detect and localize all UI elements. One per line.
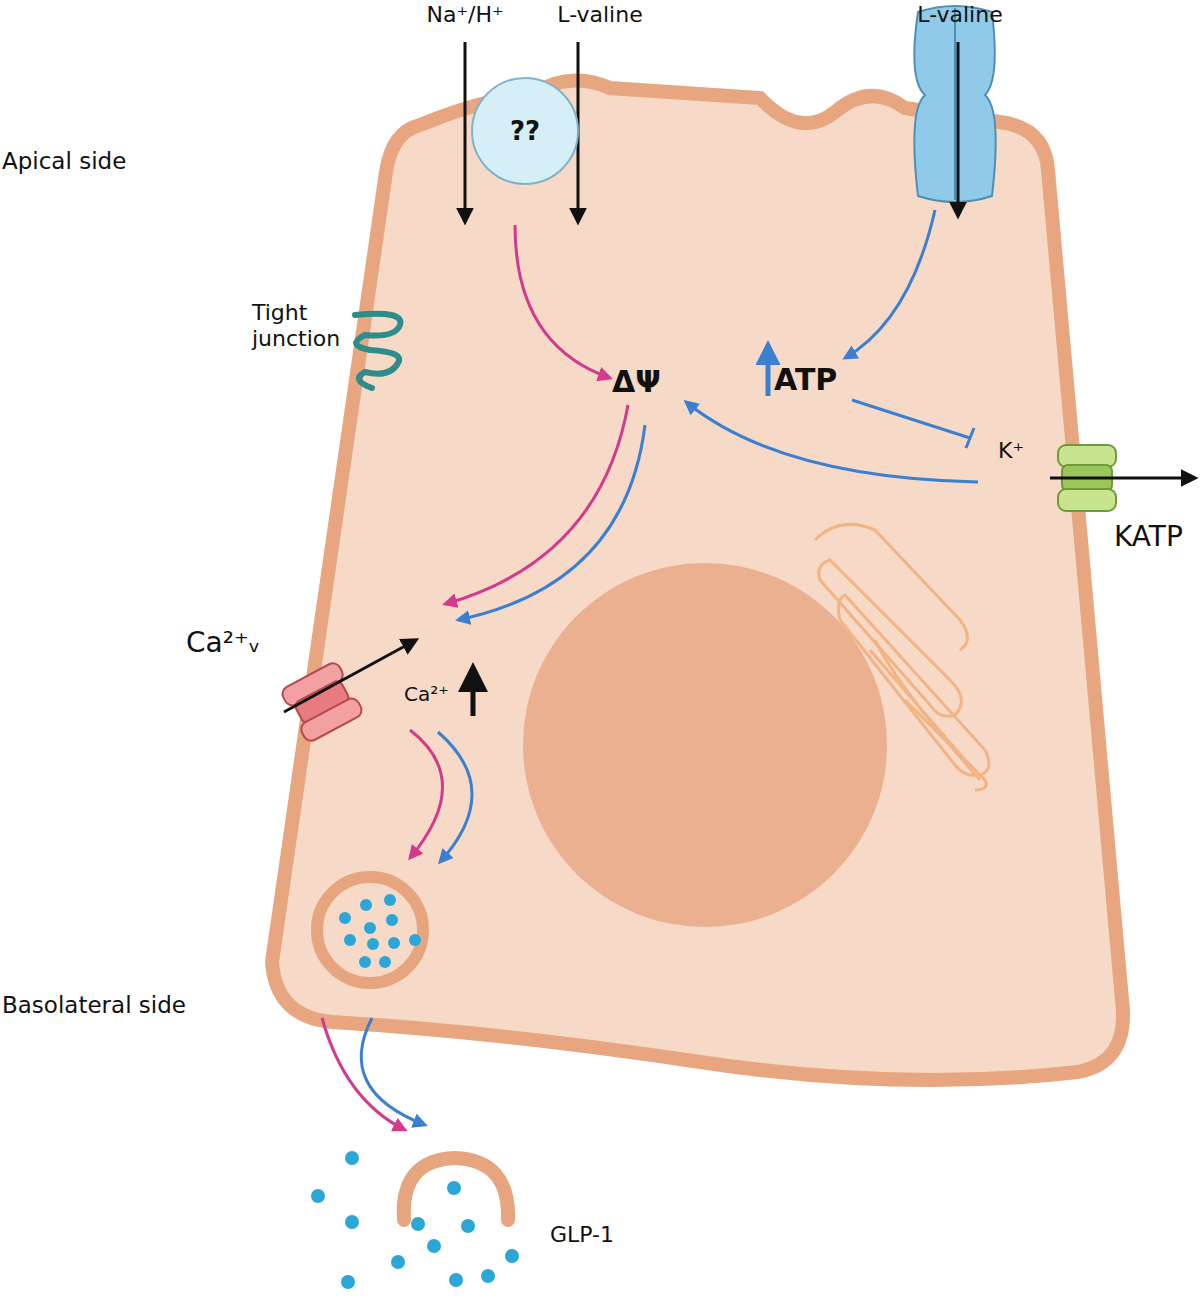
blue-arrow: [438, 732, 472, 862]
valine-arrow: [957, 42, 960, 216]
nucleus: [523, 563, 887, 927]
structure-label: Tight junction: [252, 300, 367, 353]
ion-label: K⁺: [998, 438, 1048, 464]
substrate-label: L-valine: [890, 2, 1030, 28]
side-label: Apical side: [2, 148, 202, 176]
text-holder: ??: [470, 76, 580, 186]
golgi: [815, 524, 989, 790]
metabolite-label: ATP: [774, 362, 864, 398]
inhibition-bar: [966, 428, 974, 448]
blue-arrow: [686, 402, 978, 482]
inhibition-line: [852, 400, 970, 438]
transporter-text: ??: [510, 116, 540, 146]
tight-junction: [355, 314, 400, 388]
glp1-vesicle: [317, 877, 423, 983]
exocytosis-pit: [404, 1158, 508, 1220]
channel-label: KATP: [1114, 520, 1200, 554]
potassium-arrow: [1050, 477, 1195, 480]
pink-arrow: [410, 730, 443, 858]
channel-label: Ca²⁺ᵥ: [186, 626, 276, 660]
ion-label: Ca²⁺: [404, 682, 474, 706]
ion-arrow: [464, 42, 467, 222]
blue-arrow: [845, 210, 935, 358]
blue-arrow: [458, 425, 645, 620]
pink-arrow: [515, 225, 610, 378]
glp1-particles: [311, 1151, 519, 1289]
transporter-circle: ??: [470, 76, 580, 186]
calcium-channel: [280, 660, 365, 743]
pink-arrow: [445, 405, 628, 604]
increase-arrow: [766, 345, 771, 396]
substrate-label: L-valine: [530, 2, 670, 28]
blue-arrow: [361, 1018, 425, 1125]
hormone-label: GLP-1: [550, 1222, 670, 1248]
potential-label: ΔΨ: [612, 364, 702, 400]
side-label: Basolateral side: [2, 992, 262, 1020]
flux-label: Na⁺/H⁺: [405, 2, 525, 28]
cell-body: [272, 80, 1123, 1080]
valine-channel: [914, 6, 995, 202]
calcium-arrow: [284, 640, 416, 712]
increase-arrow: [471, 668, 476, 716]
